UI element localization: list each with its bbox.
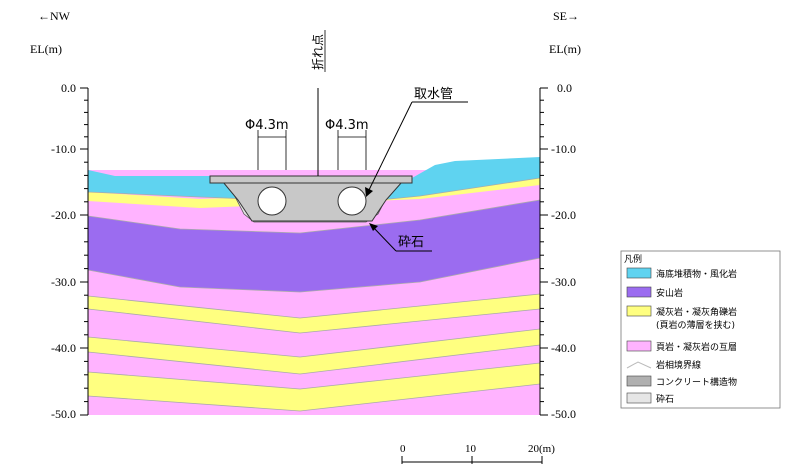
legend-swatch-andesite <box>626 286 652 298</box>
scale-label-10: 10 <box>465 443 477 455</box>
right-tick-label: 0.0 <box>557 81 572 95</box>
scale-label-0: 0 <box>400 443 406 455</box>
gravel-arrow-line <box>372 226 397 252</box>
legend-swatch-tuff <box>626 305 652 317</box>
right-axis-labels: 0.0 -10.0 -20.0 -30.0 -40.0 -50.0 <box>551 81 576 421</box>
left-tick-label: -10.0 <box>51 142 76 156</box>
gravel-label: 砕石 <box>398 235 424 250</box>
left-tick-label: -50.0 <box>51 407 76 421</box>
right-tick-label: -30.0 <box>551 275 576 289</box>
right-tick-label: -20.0 <box>551 208 576 222</box>
legend-label-sediment: 海底堆積物・風化岩 <box>656 268 737 280</box>
tuff-band-4 <box>88 363 540 411</box>
legend-label-boundary: 岩相境界線 <box>656 359 701 371</box>
legend-label-andesite: 安山岩 <box>656 287 683 299</box>
legend-swatch-gravel <box>626 392 652 404</box>
andesite-layer <box>88 200 540 292</box>
left-tick-label: 0.0 <box>61 81 76 95</box>
direction-se-label: SE→ <box>553 9 579 23</box>
tuff-band-2 <box>88 294 540 333</box>
left-tick-label: -20.0 <box>51 208 76 222</box>
tuff-band-3 <box>88 329 540 374</box>
elevation-unit-left: EL(m) <box>30 42 62 56</box>
gravel-arrowhead <box>369 223 378 231</box>
legend-swatch-shale <box>626 340 652 352</box>
axis-ticks <box>80 87 548 416</box>
legend-swatch-boundary <box>626 361 652 369</box>
right-tick-label: -10.0 <box>551 142 576 156</box>
pipe-left <box>257 186 287 216</box>
elevation-unit-right: EL(m) <box>549 42 581 56</box>
break-point-label: 折れ点 <box>310 34 325 70</box>
legend-swatch-concrete <box>626 375 652 387</box>
legend-label-shale: 頁岩・凝灰岩の互層 <box>656 341 737 353</box>
left-tick-label: -40.0 <box>51 341 76 355</box>
right-tick-label: -40.0 <box>551 341 576 355</box>
section-frame <box>87 88 541 415</box>
lithology-boundaries <box>87 177 541 412</box>
scale-bar: 0 10 20(m) <box>400 443 555 464</box>
scale-label-20: 20(m) <box>528 443 555 455</box>
pipe-right <box>337 186 367 216</box>
legend-label-concrete: コンクリート構造物 <box>656 376 737 388</box>
right-tick-label: -50.0 <box>551 407 576 421</box>
diameter-label-right: Φ4.3m <box>325 118 369 133</box>
top-slab <box>209 175 413 184</box>
intake-pipe-label: 取水管 <box>414 87 453 102</box>
tuff-band-1 <box>88 176 540 208</box>
legend-label-tuff: 凝灰岩・凝灰角礫岩 <box>656 306 737 318</box>
diameter-dimensions <box>257 130 367 170</box>
legend-label-tuff-note: (頁岩の薄層を挟む) <box>656 319 735 331</box>
legend-label-gravel: 砕石 <box>656 393 674 405</box>
legend-title: 凡例 <box>624 253 642 265</box>
legend: 凡例 海底堆積物・風化岩 安山岩 凝灰岩・凝灰角礫岩 (頁岩の薄層を挟む) 頁岩… <box>620 250 781 409</box>
diameter-label-left: Φ4.3m <box>245 118 289 133</box>
intake-pipe-arrow-line <box>367 101 413 193</box>
legend-swatch-sediment <box>626 267 652 279</box>
sediment-layer <box>88 157 540 201</box>
direction-nw-label: ←NW <box>38 9 71 23</box>
intake-pipe-arrowhead <box>365 187 373 197</box>
intake-pipe-box <box>221 181 404 222</box>
left-tick-label: -30.0 <box>51 275 76 289</box>
intake-structure <box>209 175 413 223</box>
left-axis-labels: 0.0 -10.0 -20.0 -30.0 -40.0 -50.0 <box>51 81 76 421</box>
